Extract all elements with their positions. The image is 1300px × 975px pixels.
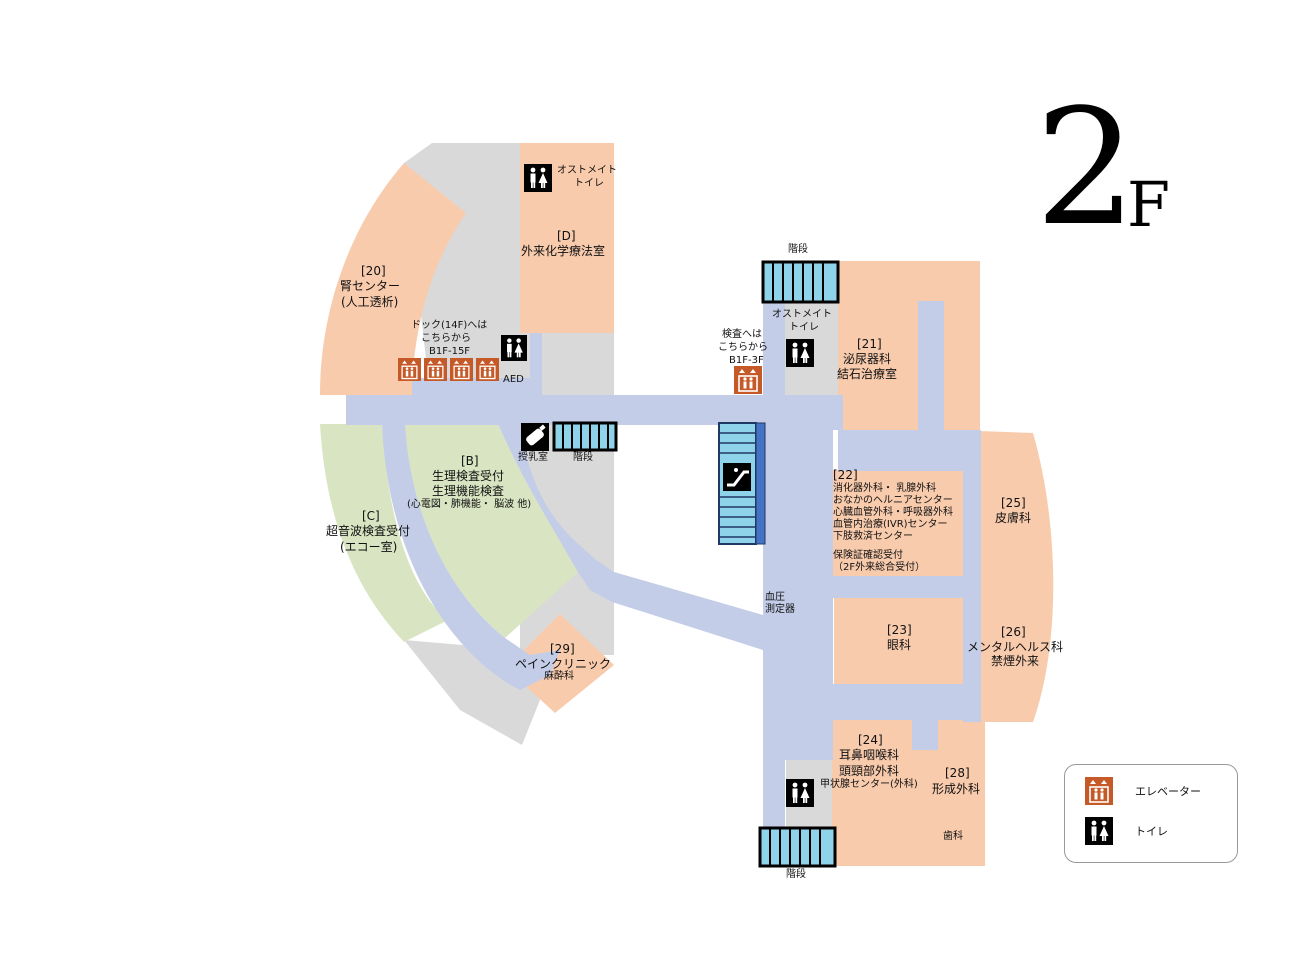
- nursing-bottle-icon: [521, 423, 549, 451]
- room-22-insurance-sub: （2F外来総合受付）: [833, 562, 926, 573]
- exam-label-2: こちらから: [718, 342, 768, 353]
- stairs-top-label: 階段: [788, 244, 808, 255]
- ostomate-toilet-label-1b: トイレ: [574, 178, 604, 189]
- room-22-code: [22]: [833, 468, 858, 482]
- floor-number: 2: [1035, 74, 1137, 261]
- room-b-sub: 生理機能検査: [432, 484, 505, 498]
- elevator-icon: [424, 358, 447, 381]
- room-29-code: [29]: [550, 642, 575, 656]
- room-29-name: ペインクリニック: [515, 657, 612, 671]
- elevator-icon: [398, 358, 421, 381]
- dock-label-2: こちらから: [421, 333, 471, 344]
- toilet-icon: [786, 339, 814, 367]
- room-21-name: 泌尿器科: [843, 352, 892, 366]
- room-22-line-3: 心臓血管外科・呼吸器外科: [833, 507, 953, 518]
- room-22-area: [832, 470, 964, 576]
- toilet-icon: [1085, 817, 1113, 845]
- stairs-mid-label: 階段: [573, 452, 593, 463]
- room-20-code: [20]: [361, 264, 386, 278]
- room-26-name: メンタルヘルス科: [967, 640, 1064, 654]
- room-22-line-1: 消化器外科・ 乳腺外科: [833, 483, 937, 494]
- room-22-line-4: 血管内治療(IVR)センター: [833, 519, 948, 530]
- floor-indicator: 2 F: [1035, 88, 1170, 248]
- blood-pressure-label-1: 血圧: [765, 592, 785, 603]
- room-25-name: 皮膚科: [995, 511, 1032, 525]
- room-23-area: [834, 597, 964, 684]
- stairs-bottom-label: 階段: [786, 869, 806, 880]
- stairs-top-graphic: [761, 260, 840, 304]
- aed-label: AED: [503, 374, 524, 385]
- room-c-name: 超音波検査受付: [326, 524, 411, 538]
- room-c-code: [C]: [362, 509, 380, 523]
- elevator-icon: [734, 366, 762, 394]
- room-25-26-area: [980, 431, 1054, 722]
- room-20-area: [320, 163, 466, 395]
- floor-suffix: F: [1127, 168, 1171, 241]
- toilet-icon: [501, 335, 527, 361]
- room-21-code: [21]: [857, 337, 882, 351]
- ostomate-toilet-label-1a: オストメイト: [557, 165, 617, 176]
- map-legend: エレベーター トイレ: [1064, 764, 1238, 863]
- nursing-room-label: 授乳室: [518, 452, 548, 463]
- room-25-code: [25]: [1001, 496, 1026, 510]
- room-24-code: [24]: [858, 733, 883, 747]
- room-28-code: [28]: [945, 766, 970, 780]
- room-22-line-5: 下肢救済センター: [833, 531, 913, 542]
- room-d-name: 外来化学療法室: [521, 244, 606, 258]
- exam-label-1: 検査へは: [722, 329, 762, 340]
- room-d-code: [D]: [557, 229, 576, 243]
- ostomate-toilet-label-2a: オストメイト: [772, 309, 832, 320]
- room-23-name: 眼科: [887, 638, 912, 652]
- corridors: [346, 301, 981, 838]
- legend-toilet-label: トイレ: [1135, 825, 1168, 838]
- room-b-detail: (心電図・肺機能・ 脳波 他): [407, 499, 532, 510]
- dock-label-1: ドック(14F)へは: [411, 320, 488, 331]
- dental-label: 歯科: [943, 831, 963, 842]
- toilet-icon: [524, 164, 552, 192]
- stairs-mid-graphic: [552, 421, 618, 452]
- room-21-area: [838, 261, 980, 431]
- room-c-area: [320, 424, 448, 642]
- elevator-icon: [450, 358, 473, 381]
- room-b-code: [B]: [461, 454, 479, 468]
- room-24-sub: 頭頸部外科: [839, 764, 900, 778]
- room-b-area: [404, 424, 578, 638]
- legend-elevator-label: エレベーター: [1135, 785, 1201, 798]
- room-26-sub: 禁煙外来: [991, 654, 1040, 668]
- stairs-bottom-graphic: [758, 826, 837, 868]
- toilet-icon: [786, 779, 814, 807]
- exam-label-3: B1F-3F: [729, 355, 764, 366]
- dock-label-3: B1F-15F: [429, 346, 471, 357]
- ostomate-toilet-label-2b: トイレ: [789, 322, 819, 333]
- room-21-sub: 結石治療室: [837, 367, 898, 381]
- room-23-code: [23]: [887, 623, 912, 637]
- elevator-icon: [1085, 777, 1113, 805]
- escalator-graphic: [718, 422, 766, 545]
- room-22-insurance: 保険証確認受付: [833, 550, 903, 561]
- blood-pressure-label-2: 測定器: [765, 604, 795, 615]
- room-29-area: [506, 614, 614, 713]
- room-24-28-area: [832, 720, 985, 866]
- room-b-name: 生理検査受付: [432, 469, 505, 483]
- room-26-code: [26]: [1001, 625, 1026, 639]
- room-20-sub: (人工透析): [341, 295, 399, 309]
- room-29-sub: 麻酔科: [544, 671, 574, 682]
- room-24-detail: 甲状腺センター(外科): [820, 779, 918, 790]
- room-c-sub: (エコー室): [340, 540, 398, 554]
- elevator-icon: [476, 358, 499, 381]
- room-28-name: 形成外科: [932, 782, 981, 796]
- room-20-name: 腎センター: [340, 279, 401, 293]
- room-22-line-2: おなかのヘルニアセンター: [833, 495, 953, 506]
- room-24-name: 耳鼻咽喉科: [839, 748, 900, 762]
